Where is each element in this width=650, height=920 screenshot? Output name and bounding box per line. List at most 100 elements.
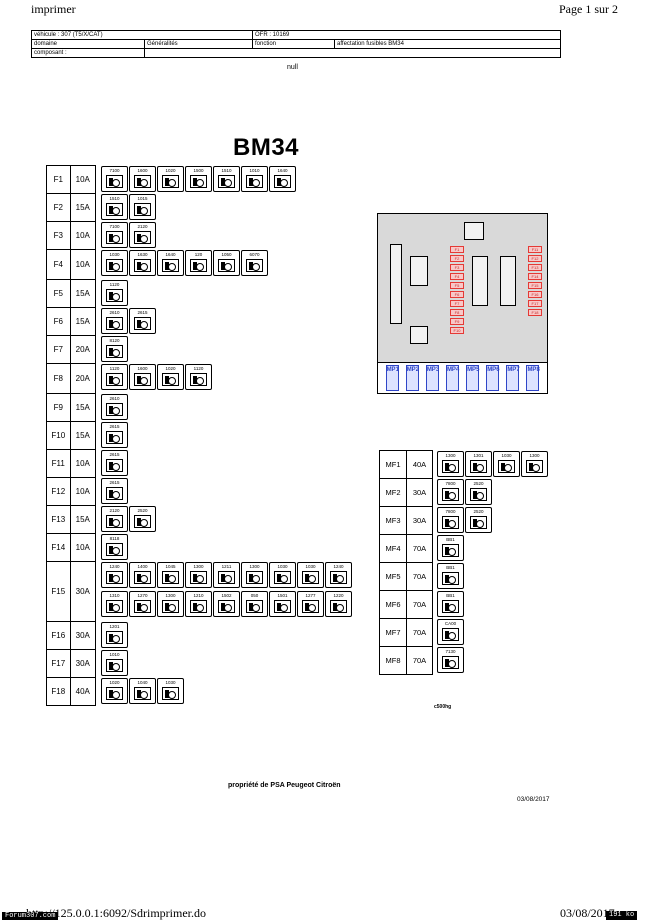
fuse-amperage: 15A	[69, 279, 97, 308]
component-code: 7100	[109, 224, 120, 229]
fuse-amperage: 15A	[69, 421, 97, 450]
component-symbol-icon	[246, 175, 263, 188]
maxi-fuse-component: CA00	[437, 619, 464, 645]
fuse-amperage: 15A	[69, 193, 97, 222]
component-symbol-icon	[190, 373, 207, 386]
component-symbol-icon	[106, 487, 123, 500]
component-code: 7130	[445, 649, 456, 654]
document-date: 03/08/2017	[517, 796, 550, 803]
diagram-fuse-label: F1	[450, 246, 464, 253]
component-symbol-icon	[162, 259, 179, 272]
component-code: 2120	[137, 224, 148, 229]
fuse-component: 1240	[101, 562, 128, 588]
component-code: 1020	[165, 366, 176, 371]
fuse-component: 1640	[157, 250, 184, 276]
component-symbol-icon	[106, 631, 123, 644]
fuse-component: 1120	[101, 364, 128, 390]
fuse-component: 1015	[129, 194, 156, 220]
component-code: 1277	[305, 593, 316, 598]
fuse-component-row: 1510 1015	[101, 194, 156, 220]
component-symbol-icon	[106, 459, 123, 472]
fuse-component: 1211	[213, 562, 240, 588]
fuse-component: 2615	[101, 450, 128, 476]
maxi-fuse-slot: MP6	[486, 365, 500, 391]
domaine-value: Généralités	[144, 39, 253, 49]
maxi-fuse-component: 7130	[437, 647, 464, 673]
component-code: 8120	[109, 338, 120, 343]
component-symbol-icon	[498, 460, 515, 473]
maxi-fuse-component-row: 7130	[437, 647, 464, 673]
fuse-component: 1045	[157, 562, 184, 588]
fuse-id: F9	[46, 393, 71, 422]
fuse-component-row: 1120	[101, 280, 128, 306]
component-code: BB1	[446, 565, 455, 570]
fuse-component: 1640	[269, 166, 296, 192]
maxi-fuse-component: 7800	[437, 507, 464, 533]
fuse-id: F6	[46, 307, 71, 336]
maxi-fuse-slot: MP5	[466, 365, 479, 391]
component-code: 1030	[165, 680, 176, 685]
component-code: 1120	[193, 366, 204, 371]
component-code: 2120	[109, 508, 120, 513]
component-symbol-icon	[162, 600, 179, 613]
fuse-component: 1600	[129, 364, 156, 390]
component-symbol-icon	[302, 571, 319, 584]
component-symbol-icon	[106, 515, 123, 528]
component-code: 7800	[445, 509, 456, 514]
fuse-amperage: 30A	[69, 649, 97, 678]
fuse-component: 2120	[129, 222, 156, 248]
component-code: 1240	[109, 564, 120, 569]
diagram-fuse-label: F8	[450, 309, 464, 316]
maxi-fuse-amperage: 70A	[406, 618, 433, 647]
maxi-fuse-component: 1301	[465, 451, 492, 477]
component-symbol-icon	[106, 543, 123, 556]
component-code: 1040	[137, 680, 148, 685]
component-code: 2520	[473, 481, 484, 486]
null-text: null	[287, 64, 298, 71]
component-symbol-icon	[470, 516, 487, 529]
maxi-fuse-component-row: BB1	[437, 563, 464, 589]
component-symbol-icon	[162, 571, 179, 584]
fuse-id: F13	[46, 505, 71, 534]
component-code: 1030	[305, 564, 316, 569]
fonction-label: fonction	[252, 39, 335, 49]
component-code: 1020	[165, 168, 176, 173]
diagram-fuse-label: F16	[528, 291, 542, 298]
fuse-amperage: 30A	[69, 621, 97, 650]
component-symbol-icon	[330, 571, 347, 584]
maxi-fuse-slot: MP8	[526, 365, 540, 391]
component-symbol-icon	[274, 600, 291, 613]
component-code: 7100	[109, 168, 120, 173]
composant-label: composant :	[31, 48, 145, 58]
component-code: 1600	[137, 168, 148, 173]
component-symbol-icon	[106, 175, 123, 188]
fuse-component-row: 2615	[101, 450, 128, 476]
component-symbol-icon	[134, 175, 151, 188]
component-code: 1015	[137, 196, 148, 201]
component-code: 1300	[445, 453, 456, 458]
component-code: 2615	[109, 424, 120, 429]
component-code: 8118	[109, 536, 120, 541]
component-symbol-icon	[442, 572, 459, 585]
fuse-amperage: 40A	[69, 677, 97, 706]
component-symbol-icon	[442, 656, 459, 669]
component-symbol-icon	[106, 571, 123, 584]
fuse-component: 1502	[213, 591, 240, 617]
component-code: 1510	[109, 196, 120, 201]
maxi-fuse-amperage: 30A	[406, 478, 433, 507]
component-code: 6070	[249, 252, 260, 257]
component-code: 1030	[501, 453, 512, 458]
component-code: 7800	[445, 481, 456, 486]
